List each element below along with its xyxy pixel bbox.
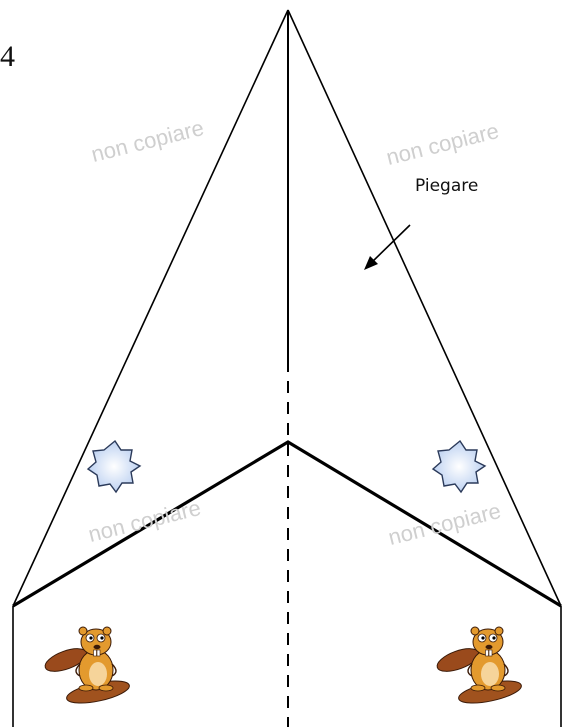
- eight-point-star-icon: [86, 439, 142, 494]
- beaver-cartoon-icon: [433, 626, 524, 709]
- fold-arrow-icon: [364, 224, 411, 270]
- beaver-cartoon-icon: [41, 626, 132, 709]
- fold-instruction-label: Piegare: [415, 176, 479, 196]
- step-number: 4: [0, 40, 15, 73]
- chevron-fold-line: [12, 440, 562, 608]
- left-outer-edge: [12, 9, 289, 607]
- right-outer-edge: [287, 9, 562, 607]
- eight-point-star-icon: [431, 439, 487, 494]
